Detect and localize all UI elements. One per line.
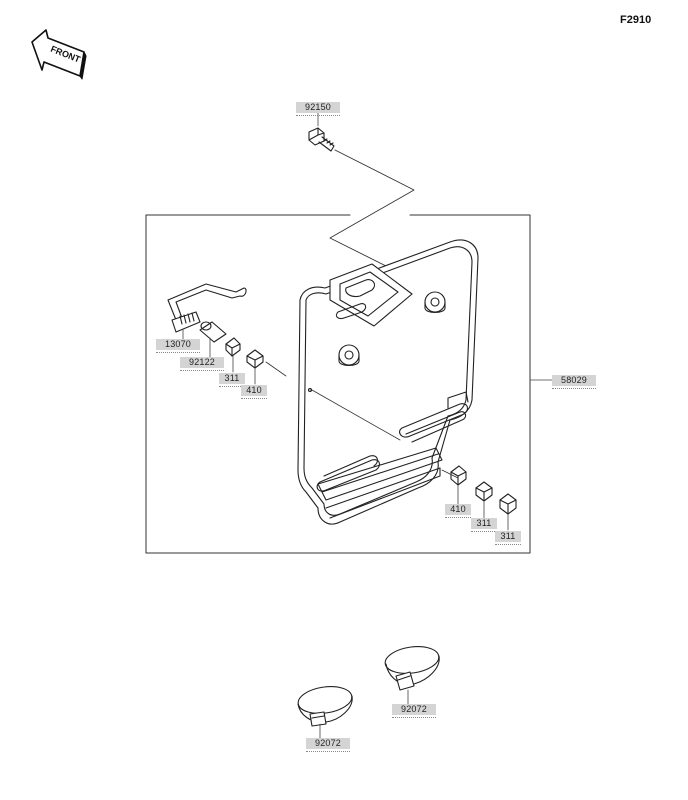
- bolt-leader: [329, 149, 415, 269]
- right-hardware-leader: [441, 469, 459, 479]
- band-clamp-right-icon: [384, 646, 440, 691]
- front-arrow-icon: FRONT: [31, 29, 87, 80]
- part-label-band-right[interactable]: 92072: [392, 704, 436, 718]
- number-plate-icon: [297, 239, 479, 525]
- part-label-bolt[interactable]: 92150: [296, 102, 340, 116]
- bolt-icon: [308, 127, 335, 152]
- assembly-frame: [145, 214, 531, 554]
- band-clamp-left-icon: [297, 686, 353, 727]
- nut-left-icon: [246, 349, 264, 369]
- bracket-icon: [167, 283, 247, 333]
- part-label-plate[interactable]: 58029: [552, 375, 596, 389]
- washer-left-icon: [225, 337, 241, 357]
- part-label-collar[interactable]: 92122: [180, 357, 224, 371]
- washer-right-2-icon: [499, 493, 517, 515]
- part-label-washer-right-2[interactable]: 311: [495, 531, 521, 545]
- part-label-washer-left[interactable]: 311: [219, 373, 245, 387]
- nut-right-icon: [450, 465, 467, 486]
- figure-ref-code: F2910: [620, 14, 652, 26]
- part-label-nut-right[interactable]: 410: [445, 504, 471, 518]
- part-label-bracket[interactable]: 13070: [156, 339, 200, 353]
- collar-icon: [199, 321, 227, 343]
- part-label-nut-left[interactable]: 410: [241, 385, 267, 399]
- part-label-band-left[interactable]: 92072: [306, 738, 350, 752]
- washer-right-1-icon: [475, 481, 493, 502]
- part-label-washer-right-1[interactable]: 311: [471, 518, 497, 532]
